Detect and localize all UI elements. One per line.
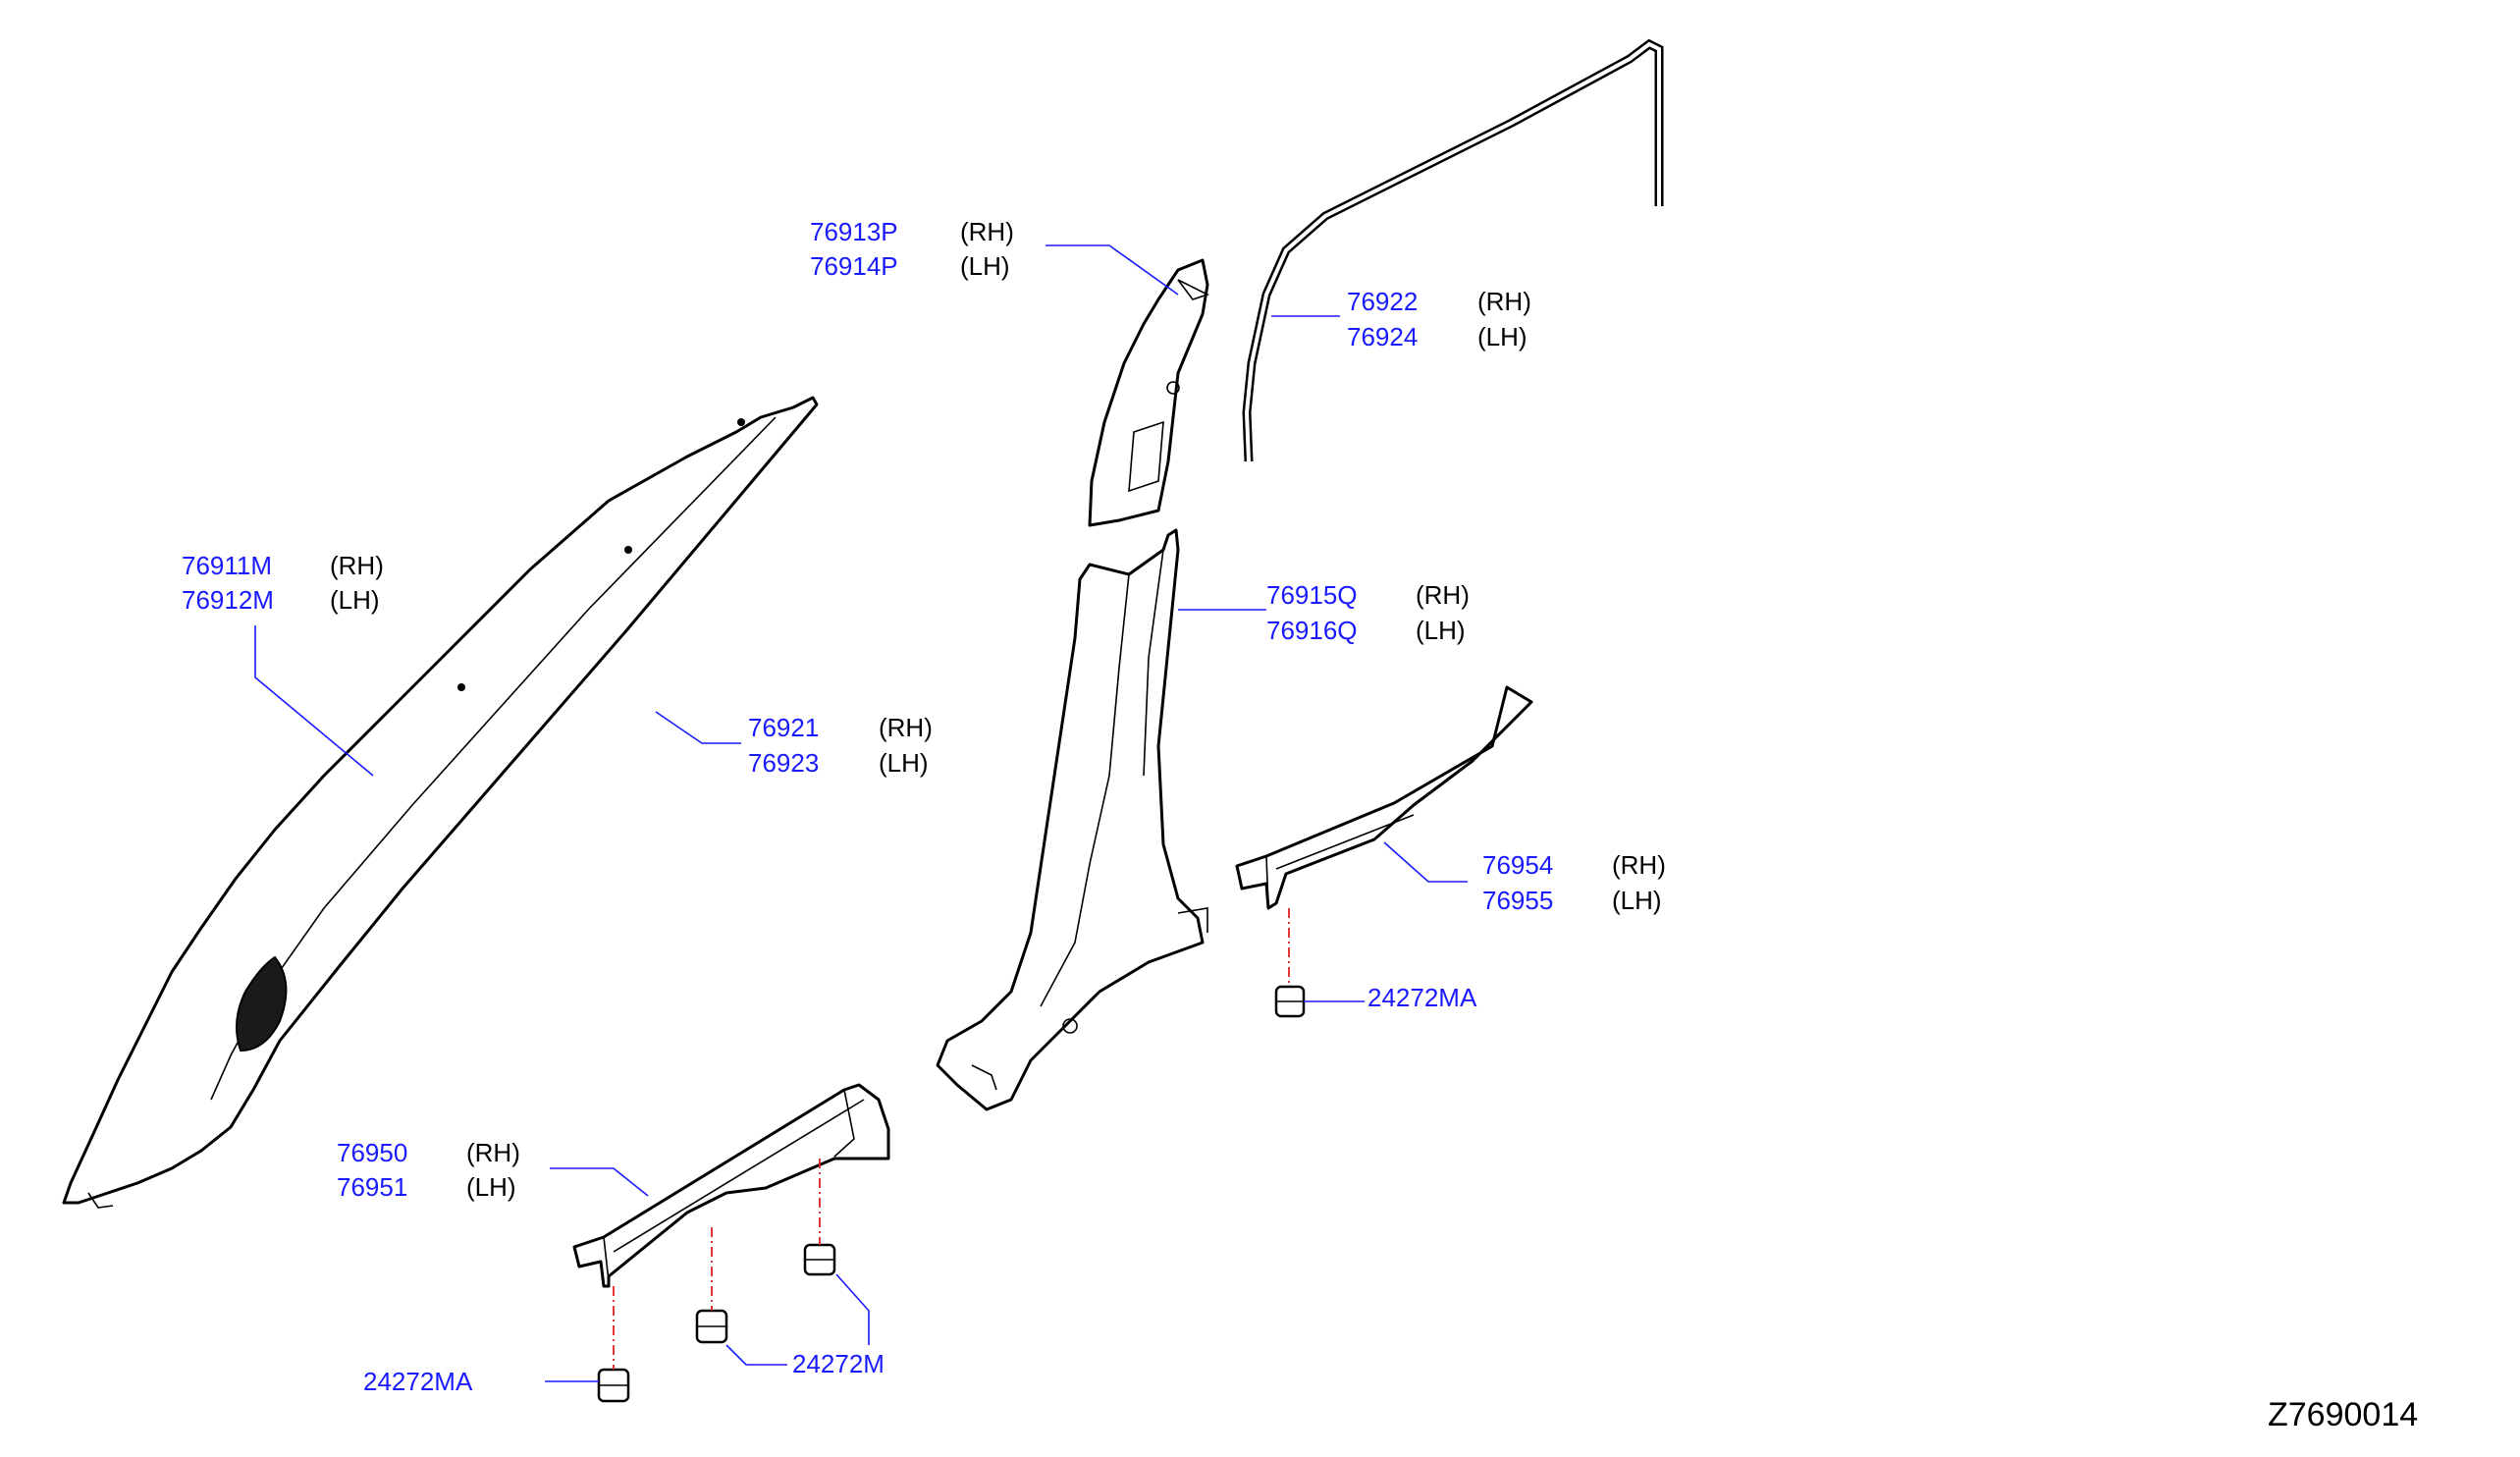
svg-text:(LH): (LH) [1612,886,1662,915]
callout-76922: 76922 (RH) 76924 (LH) [1347,287,1531,351]
callout-76911M: 76911M (RH) 76912M (LH) [182,551,384,615]
rear-kicking-plate [1235,685,1533,910]
b-pillar-lower-garnish [936,528,1208,1111]
leader-76913P [1046,244,1179,296]
svg-text:(RH): (RH) [879,713,933,742]
svg-text:76924: 76924 [1347,322,1418,351]
svg-text:(RH): (RH) [466,1138,520,1167]
svg-text:76955: 76955 [1482,886,1553,915]
svg-text:(LH): (LH) [960,251,1010,281]
callout-76913P: 76913P (RH) 76914P (LH) [810,217,1014,281]
svg-text:76921: 76921 [748,713,819,742]
leader-76954 [1383,841,1468,883]
svg-text:76951: 76951 [337,1172,407,1202]
svg-text:76950: 76950 [337,1138,407,1167]
callout-24272M: 24272M [792,1349,885,1378]
svg-text:(LH): (LH) [1477,322,1528,351]
leader-76921 [655,711,741,744]
leader-24272M-b [835,1273,870,1345]
svg-text:76916Q: 76916Q [1266,616,1358,645]
svg-text:76922: 76922 [1347,287,1418,316]
svg-text:76911M: 76911M [182,551,272,580]
callout-76950: 76950 (RH) 76951 (LH) [337,1138,520,1202]
callout-76915Q: 76915Q (RH) 76916Q (LH) [1266,580,1470,645]
svg-text:76914P: 76914P [810,251,898,281]
b-pillar-upper-garnish [1088,258,1210,527]
clip-front-1 [803,1243,836,1276]
leader-76950 [550,1167,649,1197]
svg-text:76954: 76954 [1482,850,1553,880]
rear-weatherstrip [1242,38,1664,462]
svg-text:24272MA: 24272MA [363,1367,473,1396]
callout-24272MA-front: 24272MA [363,1367,473,1396]
callout-24272MA-rear: 24272MA [1367,983,1477,1012]
a-pillar-garnish [62,396,819,1209]
svg-text:76915Q: 76915Q [1266,580,1358,610]
svg-text:(LH): (LH) [330,585,380,615]
front-weatherstrip [547,391,1062,1106]
svg-text:(LH): (LH) [466,1172,516,1202]
diagram-reference-id: Z7690014 [2268,1396,2418,1433]
svg-text:(RH): (RH) [330,551,384,580]
callout-76921: 76921 (RH) 76923 (LH) [748,713,933,778]
clip-front-2 [695,1309,728,1344]
svg-text:24272M: 24272M [792,1349,885,1378]
svg-text:(LH): (LH) [1416,616,1466,645]
front-kicking-plate [572,1083,890,1288]
clip-front-3 [597,1368,630,1403]
svg-text:24272MA: 24272MA [1367,983,1477,1012]
svg-text:(LH): (LH) [879,748,929,778]
svg-text:(RH): (RH) [960,217,1014,246]
callout-76954: 76954 (RH) 76955 (LH) [1482,850,1666,915]
leader-24272M [725,1344,787,1366]
svg-text:76912M: 76912M [182,585,274,615]
leader-76911M [254,625,374,777]
svg-text:76923: 76923 [748,748,819,778]
svg-text:(RH): (RH) [1612,850,1666,880]
svg-text:(RH): (RH) [1416,580,1470,610]
clip-rear [1274,985,1306,1018]
svg-text:76913P: 76913P [810,217,898,246]
svg-text:(RH): (RH) [1477,287,1531,316]
